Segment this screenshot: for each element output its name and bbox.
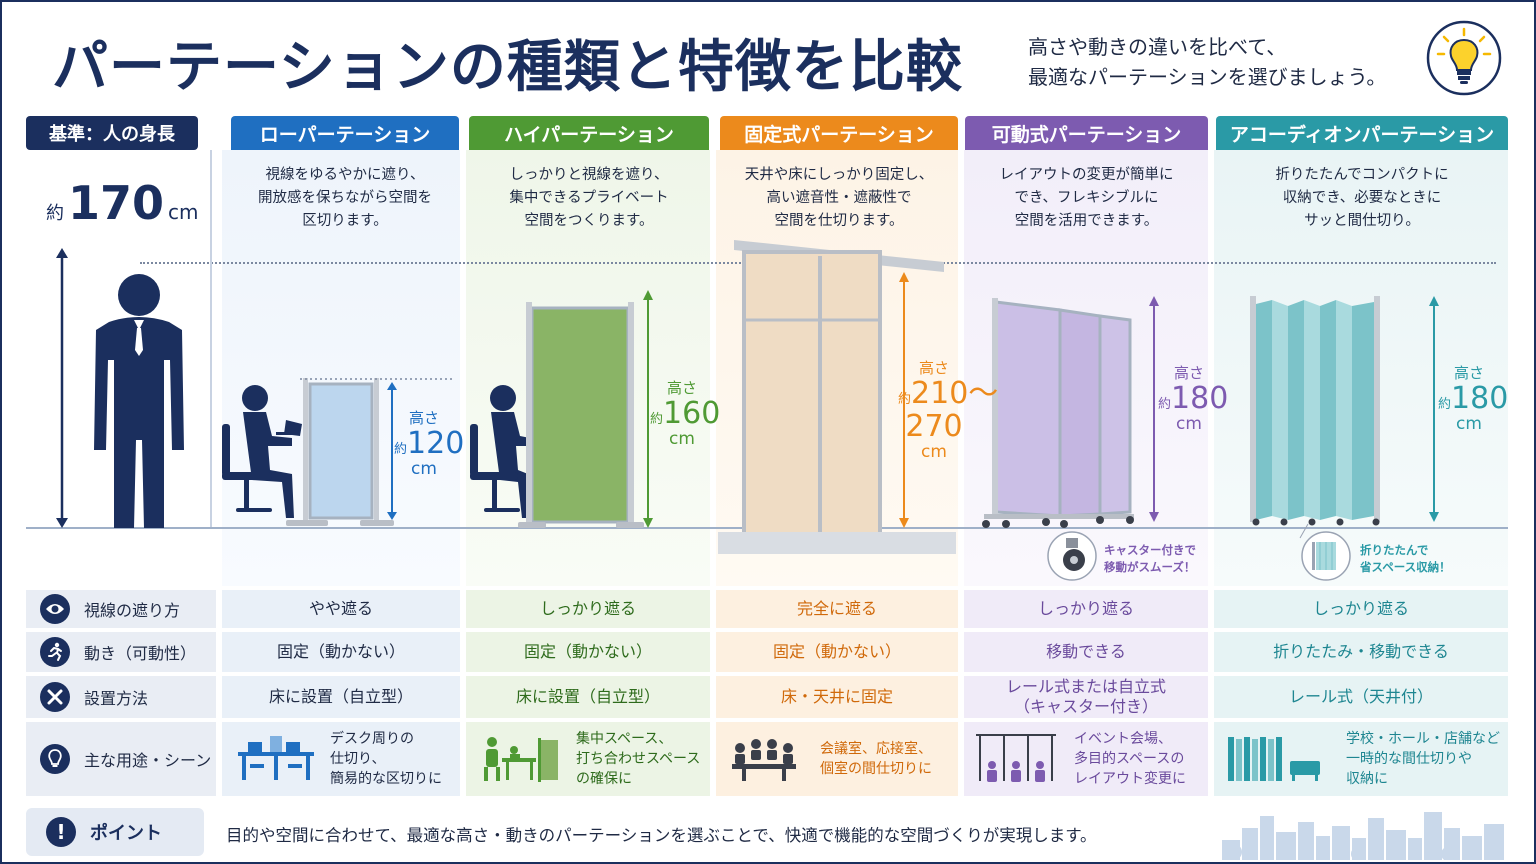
standing-person-icon xyxy=(94,274,184,528)
column-header-accordion: アコーディオンパーテーション xyxy=(1216,116,1508,150)
cell-sight-movable: しっかり遮る xyxy=(964,590,1208,628)
reference-height: 約 170 cm xyxy=(46,176,199,230)
height-label-movable: 高さ 約180 cm xyxy=(1158,364,1229,434)
page-title: パーテーションの種類と特徴を比較 xyxy=(52,35,963,100)
row-label-install: 設置方法 xyxy=(26,676,216,718)
column-header-low: ローパーテーション xyxy=(231,116,459,150)
eye-icon xyxy=(40,594,70,624)
cell-sight-accordion: しっかり遮る xyxy=(1214,590,1508,628)
cell-use-accordion: 学校・ホール・店舗など一時的な間仕切りや収納に xyxy=(1214,722,1508,796)
cell-movement-high: 固定（動かない） xyxy=(466,632,710,672)
column-desc-movable: レイアウトの変更が簡単にでき、フレキシブルに空間を活用できます。 xyxy=(999,167,1174,229)
page-subtitle: 高さや動きの違いを比べて、 最適なパーテーションを選びましょう。 xyxy=(1028,32,1386,92)
cityscape-icon xyxy=(1222,812,1504,860)
folded-partition-icon xyxy=(1228,737,1320,781)
tools-icon xyxy=(40,682,70,712)
meeting-booth-icon xyxy=(484,737,558,782)
column-header-high: ハイパーテーション xyxy=(469,116,709,150)
cell-sight-high: しっかり遮る xyxy=(466,590,710,628)
column-desc-fixed: 天井や床にしっかり固定し、高い遮音性・遮蔽性で空間を仕切ります。 xyxy=(744,167,934,229)
cell-sight-low: やや遮る xyxy=(222,590,460,628)
cell-use-movable: イベント会場、多目的スペースのレイアウト変更に xyxy=(964,722,1208,796)
cell-install-movable: レール式または自立式（キャスター付き） xyxy=(964,676,1208,718)
reference-height-arrow xyxy=(56,248,68,528)
movable-partition-illustration xyxy=(982,298,1134,581)
subtitle-line-1: 高さや動きの違いを比べて、 xyxy=(1028,35,1287,59)
cell-install-high: 床に設置（自立型） xyxy=(466,676,710,718)
point-text: 目的や空間に合わせて、最適な高さ・動きのパーテーションを選ぶことで、快適で機能的… xyxy=(226,826,1097,845)
column-desc-accordion: 折りたたんでコンパクトに収納でき、必要なときにサッと間仕切り。 xyxy=(1275,167,1449,229)
fixed-partition-illustration xyxy=(718,240,956,554)
reference-header: 基準：人の身長 xyxy=(26,116,198,150)
seated-person-icon-low xyxy=(222,385,302,518)
row-label-use: 主な用途・シーン xyxy=(26,722,216,796)
cell-install-accordion: レール式（天井付） xyxy=(1214,676,1508,718)
cell-install-fixed: 床・天井に固定 xyxy=(716,676,958,718)
column-header-fixed: 固定式パーテーション xyxy=(720,116,958,150)
event-space-icon xyxy=(976,734,1056,782)
lightbulb-icon xyxy=(40,744,70,774)
accordion-partition-illustration xyxy=(1250,296,1380,581)
seated-person-icon-high xyxy=(470,385,530,518)
column-desc-low: 視線をゆるやかに遮り、開放感を保ちながら空間を区切ります。 xyxy=(258,167,432,229)
low-partition-illustration xyxy=(286,378,452,526)
callout-accordion: 折りたたんで省スペース収納！ xyxy=(1360,543,1451,574)
column-desc-high: しっかりと視線を遮り、集中できるプライベート空間をつくります。 xyxy=(509,167,669,229)
cell-use-fixed: 会議室、応接室、個室の間仕切りに xyxy=(716,722,958,796)
callout-movable: キャスター付きで移動がスムーズ！ xyxy=(1104,543,1196,574)
cell-movement-accordion: 折りたたみ・移動できる xyxy=(1214,632,1508,672)
point-badge: ! ポイント xyxy=(26,808,204,856)
cell-install-low: 床に設置（自立型） xyxy=(222,676,460,718)
column-header-movable: 可動式パーテーション xyxy=(965,116,1208,150)
meeting-room-icon xyxy=(732,739,796,781)
running-person-icon xyxy=(40,637,70,667)
subtitle-line-2: 最適なパーテーションを選びましょう。 xyxy=(1028,65,1387,89)
height-label-high: 高さ 約160 cm xyxy=(650,379,721,449)
height-label-accordion: 高さ 約180 cm xyxy=(1438,364,1509,434)
row-label-sight: 視線の遮り方 xyxy=(26,590,216,628)
height-arrow-high xyxy=(643,290,653,528)
lightbulb-icon xyxy=(1426,20,1502,96)
cell-sight-fixed: 完全に遮る xyxy=(716,590,958,628)
cell-movement-fixed: 固定（動かない） xyxy=(716,632,958,672)
height-arrow-movable xyxy=(1149,296,1159,522)
height-label-fixed: 高さ 約210～ 270 cm xyxy=(898,359,999,462)
desk-icon xyxy=(238,736,314,780)
cell-movement-movable: 移動できる xyxy=(964,632,1208,672)
row-label-movement: 動き（可動性） xyxy=(26,632,216,672)
cell-use-high: 集中スペース、打ち合わせスペースの確保に xyxy=(466,722,710,796)
height-arrow-accordion xyxy=(1429,296,1439,522)
height-arrow-fixed xyxy=(899,272,909,528)
cell-movement-low: 固定（動かない） xyxy=(222,632,460,672)
height-label-low: 高さ 約120 cm xyxy=(394,409,465,479)
exclamation-icon: ! xyxy=(46,817,76,847)
cell-use-low: デスク周りの仕切り、簡易的な区切りに xyxy=(222,722,460,796)
height-arrow-low xyxy=(387,382,397,520)
high-partition-illustration xyxy=(518,302,644,528)
